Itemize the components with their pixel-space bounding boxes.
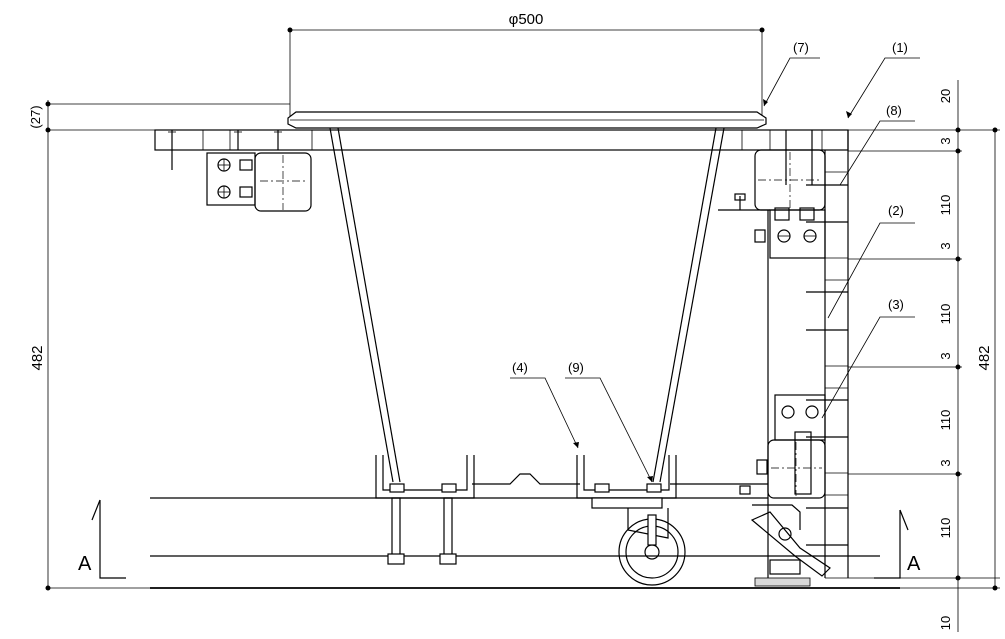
dim-3c: 3 (938, 352, 953, 359)
top-width-label: φ500 (509, 11, 544, 28)
callout-9: (9) (568, 360, 584, 375)
dim-3a: 3 (938, 137, 953, 144)
left-offset-label: (27) (28, 105, 43, 128)
callout-8: (8) (886, 103, 902, 118)
dim-3b: 3 (938, 242, 953, 249)
dim-110a: 110 (938, 195, 953, 216)
dim-10: 10 (938, 616, 953, 630)
base-frame (150, 473, 900, 589)
right-upper-bracket (718, 149, 826, 259)
u-brackets (375, 455, 677, 499)
bolts (387, 497, 457, 565)
callout-1: (1) (892, 40, 908, 55)
section-label-left: A (78, 553, 92, 575)
section-mark-left: A (78, 499, 126, 579)
dim-110d: 110 (938, 518, 953, 539)
top-plate (287, 111, 767, 129)
top-width-dimension: φ500 (287, 11, 765, 118)
section-mark-right: A (874, 509, 921, 579)
callout-3: (3) (888, 297, 904, 312)
section-label-right: A (907, 553, 921, 575)
callout-7: (7) (793, 40, 809, 55)
callout-2: (2) (888, 203, 904, 218)
adjuster-foot (750, 504, 831, 587)
caster (591, 497, 686, 586)
callout-leaders (510, 57, 920, 483)
right-lower-bracket (739, 394, 826, 499)
left-dimensions: (27) 482 (28, 100, 290, 591)
dim-110c: 110 (938, 410, 953, 431)
right-post (767, 130, 849, 579)
tapered-bucket (329, 127, 725, 483)
right-total-label: 482 (976, 345, 993, 370)
callout-labels: (1) (2) (3) (4) (7) (8) (9) (512, 40, 908, 375)
dim-3d: 3 (938, 459, 953, 466)
dim-20: 20 (938, 89, 953, 103)
left-total-label: 482 (29, 345, 46, 370)
dim-110b: 110 (938, 304, 953, 325)
top-rail (154, 129, 849, 185)
callout-4: (4) (512, 360, 528, 375)
right-dimensions: 20 3 110 3 110 3 110 3 110 10 482 (848, 80, 1000, 632)
left-bracket (206, 152, 312, 212)
